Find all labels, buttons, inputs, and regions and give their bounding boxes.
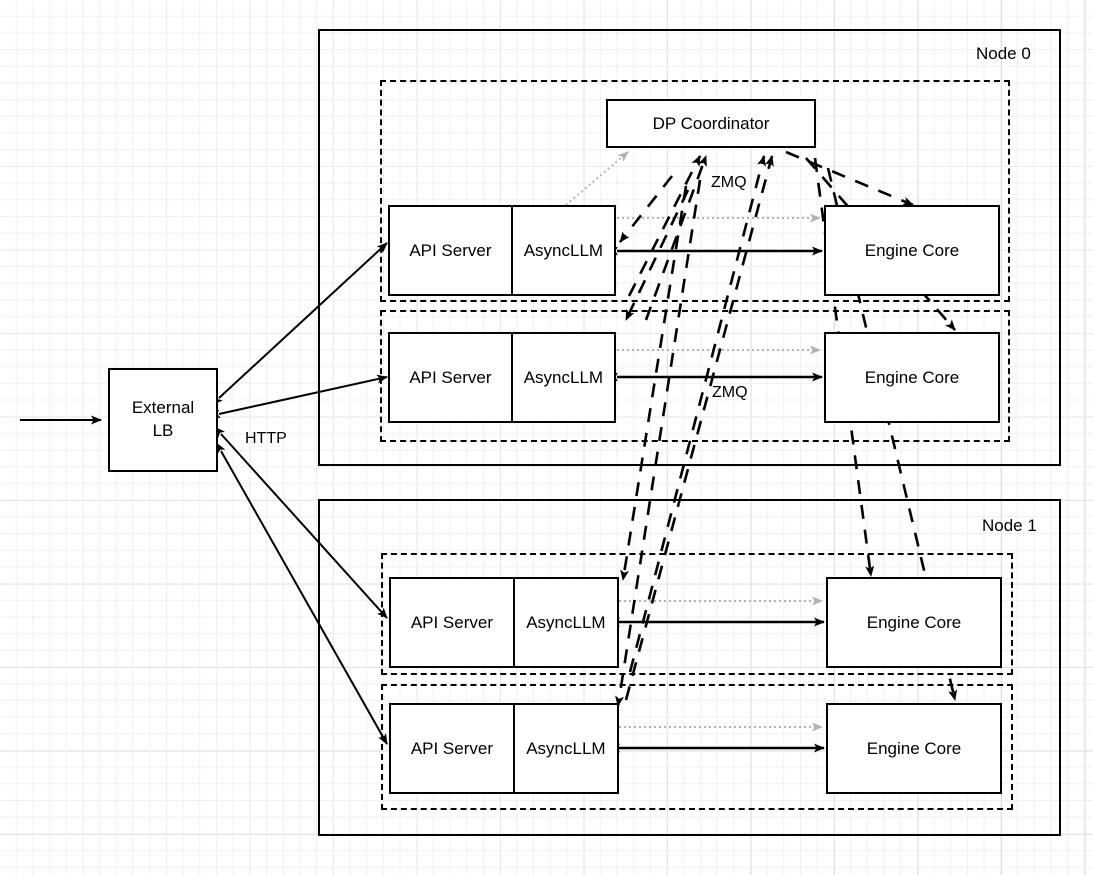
engine-core-n1-g1[interactable]: Engine Core bbox=[826, 703, 1002, 794]
node-1-label: Node 1 bbox=[982, 516, 1037, 535]
async-llm-label: AsyncLLM bbox=[526, 738, 606, 758]
dp-group-n0-g1 bbox=[380, 310, 1010, 442]
api-server-cell-n1-g1[interactable]: API Server bbox=[391, 705, 515, 792]
api-server-cell-n0-g0[interactable]: API Server bbox=[390, 207, 513, 294]
api-server-cell-n1-g0[interactable]: API Server bbox=[391, 579, 515, 666]
api-server-label: API Server bbox=[409, 240, 492, 260]
dp-coordinator-label: DP Coordinator bbox=[652, 113, 770, 133]
async-llm-cell-n0-g1[interactable]: AsyncLLM bbox=[513, 334, 614, 421]
dp-coordinator-box[interactable]: DP Coordinator bbox=[606, 99, 816, 148]
async-llm-cell-n1-g0[interactable]: AsyncLLM bbox=[515, 579, 617, 666]
engine-core-label: Engine Core bbox=[866, 612, 962, 632]
dp-group-n1-g0 bbox=[381, 553, 1013, 675]
node-0-label: Node 0 bbox=[976, 44, 1031, 63]
api-server-label: API Server bbox=[409, 367, 492, 387]
zmq-label-coordinator: ZMQ bbox=[711, 174, 747, 191]
external-lb-label-line2: LB bbox=[152, 421, 174, 440]
async-llm-cell-n0-g0[interactable]: AsyncLLM bbox=[513, 207, 614, 294]
engine-core-n0-g1[interactable]: Engine Core bbox=[824, 332, 1000, 423]
dp-group-n1-g1 bbox=[381, 684, 1013, 810]
http-edge-label: HTTP bbox=[245, 430, 287, 447]
async-llm-label: AsyncLLM bbox=[526, 612, 606, 632]
node-container-0 bbox=[318, 29, 1061, 466]
api-server-group-n1-g0[interactable]: API Server AsyncLLM bbox=[389, 577, 619, 668]
api-server-group-n1-g1[interactable]: API Server AsyncLLM bbox=[389, 703, 619, 794]
async-llm-label: AsyncLLM bbox=[523, 367, 604, 387]
engine-core-label: Engine Core bbox=[866, 738, 962, 758]
api-server-label: API Server bbox=[410, 738, 494, 758]
api-server-label: API Server bbox=[410, 612, 494, 632]
node-container-1 bbox=[318, 499, 1061, 836]
dp-group-n0-g0 bbox=[380, 80, 1010, 302]
api-server-group-n0-g1[interactable]: API Server AsyncLLM bbox=[388, 332, 616, 423]
api-server-group-n0-g0[interactable]: API Server AsyncLLM bbox=[388, 205, 616, 296]
engine-core-label: Engine Core bbox=[864, 240, 960, 260]
async-llm-label: AsyncLLM bbox=[523, 240, 604, 260]
api-server-cell-n0-g1[interactable]: API Server bbox=[390, 334, 513, 421]
external-lb-box[interactable]: External LB bbox=[108, 368, 218, 472]
engine-core-n0-g0[interactable]: Engine Core bbox=[824, 205, 1000, 296]
zmq-label-n0-g1: ZMQ bbox=[712, 384, 748, 401]
async-llm-cell-n1-g1[interactable]: AsyncLLM bbox=[515, 705, 617, 792]
external-lb-label-line1: External bbox=[131, 398, 195, 418]
engine-core-label: Engine Core bbox=[864, 367, 960, 387]
engine-core-n1-g0[interactable]: Engine Core bbox=[826, 577, 1002, 668]
